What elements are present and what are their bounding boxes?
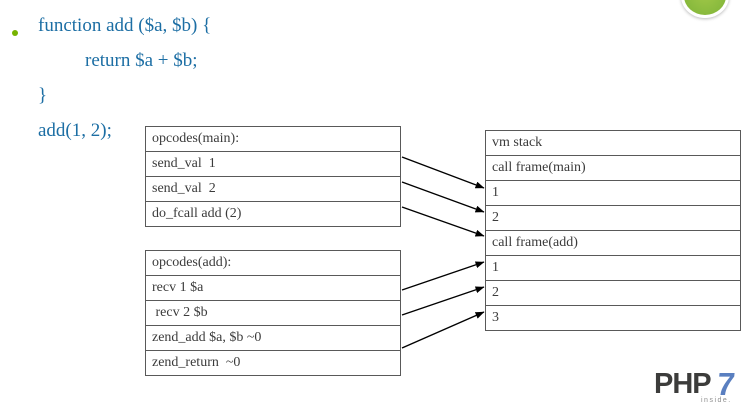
vm-stack-row-6: 2 <box>486 281 740 306</box>
code-line-3: } <box>38 85 48 106</box>
vm-stack-row-0: vm stack <box>486 131 740 156</box>
vm-stack-row-4: call frame(add) <box>486 231 740 256</box>
opcodes-add-table: opcodes(add): recv 1 $a recv 2 $b zend_a… <box>145 250 401 376</box>
vm-stack-row-2: 1 <box>486 181 740 206</box>
opcodes-main-row-1: send_val 1 <box>146 152 400 177</box>
arrow-recv-2 <box>401 286 485 316</box>
opcodes-add-row-4: zend_return ~0 <box>152 355 241 370</box>
opcodes-main-table: opcodes(main): send_val 1 send_val 2 do_… <box>145 126 401 227</box>
green-circle-decoration <box>681 0 729 18</box>
php7-logo: PHP 7 inside. <box>654 366 746 407</box>
bullet-dot-icon <box>12 30 18 36</box>
logo-seven-text: 7 <box>715 366 737 402</box>
arrow-recv-1 <box>401 261 485 291</box>
arrow-zend-add <box>401 311 485 349</box>
opcodes-main-row-2: send_val 2 <box>146 177 400 202</box>
code-block: function add ($a, $b) { return $a + $b; … <box>0 8 300 148</box>
vm-stack-row-7: 3 <box>492 310 499 325</box>
arrow-send-val-1 <box>401 156 485 189</box>
vm-stack-row-5: 1 <box>486 256 740 281</box>
opcodes-add-row-1: recv 1 $a <box>146 276 400 301</box>
opcodes-main-row-3: do_fcall add (2) <box>152 206 242 221</box>
vm-stack-table: vm stack call frame(main) 1 2 call frame… <box>485 130 741 331</box>
arrow-send-val-2 <box>401 181 485 213</box>
opcodes-add-row-3: zend_add $a, $b ~0 <box>146 326 400 351</box>
arrow-do-fcall <box>401 206 485 237</box>
opcodes-main-row-0: opcodes(main): <box>146 127 400 152</box>
logo-php-text: PHP <box>654 368 712 400</box>
opcodes-add-row-0: opcodes(add): <box>146 251 400 276</box>
code-line-4: add(1, 2); <box>38 120 112 141</box>
logo-tagline: inside. <box>701 397 732 404</box>
code-line-2: return $a + $b; <box>85 50 198 71</box>
opcodes-add-row-2: recv 2 $b <box>146 301 400 326</box>
vm-stack-row-3: 2 <box>486 206 740 231</box>
vm-stack-row-1: call frame(main) <box>486 156 740 181</box>
code-line-1: function add ($a, $b) { <box>38 15 212 36</box>
